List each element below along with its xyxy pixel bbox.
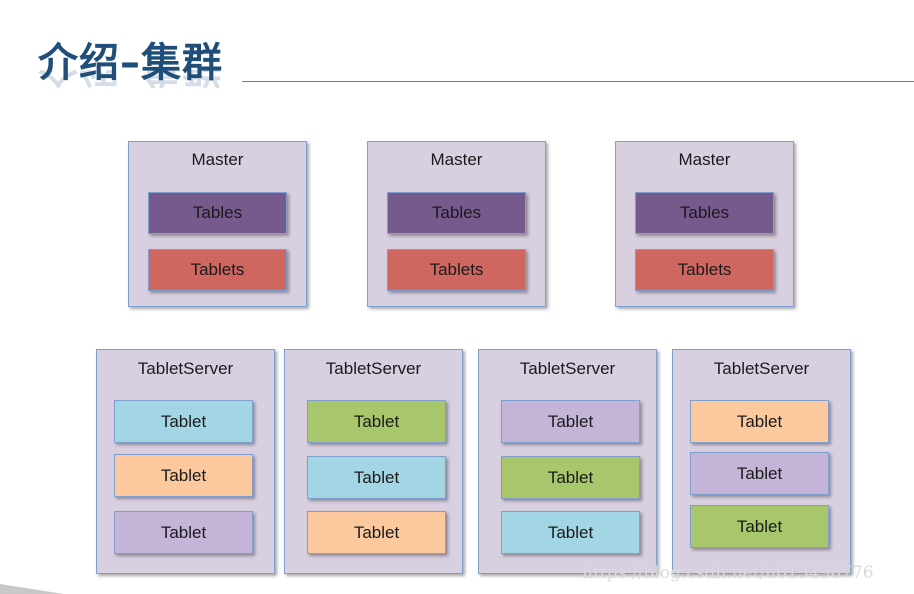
tabletserver-title: TabletServer (713, 359, 810, 378)
tablet-cell: Tablet (307, 456, 446, 499)
slide-title-wrap: 介绍–集群 介绍–集群 (38, 38, 223, 92)
tables-cell: Tables (387, 192, 526, 234)
tabletserver-title: TabletServer (325, 359, 422, 378)
master-box-3: Master Tables Tablets (615, 141, 794, 307)
master-box-2: Master Tables Tablets (367, 141, 546, 307)
tablet-cell: Tablet (501, 400, 640, 443)
master-title: Master (678, 150, 731, 169)
corner-decoration (0, 584, 64, 594)
tablets-cell: Tablets (148, 249, 287, 291)
tabletserver-title: TabletServer (137, 359, 234, 378)
slide-title-reflection: 介绍–集群 (38, 70, 223, 92)
tables-cell: Tables (148, 192, 287, 234)
tabletserver-box-1: TabletServer Tablet Tablet Tablet (96, 349, 275, 574)
tablet-cell: Tablet (690, 452, 829, 495)
tablets-cell: Tablets (635, 249, 774, 291)
tabletserver-title: TabletServer (519, 359, 616, 378)
tablet-cell: Tablet (307, 511, 446, 554)
tablet-cell: Tablet (690, 505, 829, 548)
tablets-cell: Tablets (387, 249, 526, 291)
master-box-1: Master Tables Tablets (128, 141, 307, 307)
slide-title: 介绍–集群 (38, 40, 223, 86)
tabletserver-box-4: TabletServer Tablet Tablet Tablet (672, 349, 851, 574)
tablet-cell: Tablet (114, 454, 253, 497)
tablet-cell: Tablet (690, 400, 829, 443)
tablet-cell: Tablet (307, 400, 446, 443)
tabletserver-box-3: TabletServer Tablet Tablet Tablet (478, 349, 657, 574)
master-title: Master (430, 150, 483, 169)
master-title: Master (191, 150, 244, 169)
tablet-cell: Tablet (501, 456, 640, 499)
tablet-cell: Tablet (501, 511, 640, 554)
tablet-cell: Tablet (114, 511, 253, 554)
title-underline (242, 81, 914, 82)
tabletserver-box-2: TabletServer Tablet Tablet Tablet (284, 349, 463, 574)
watermark-text: https://blog.csdn.net/u013498776 (582, 563, 874, 583)
tablet-cell: Tablet (114, 400, 253, 443)
tables-cell: Tables (635, 192, 774, 234)
